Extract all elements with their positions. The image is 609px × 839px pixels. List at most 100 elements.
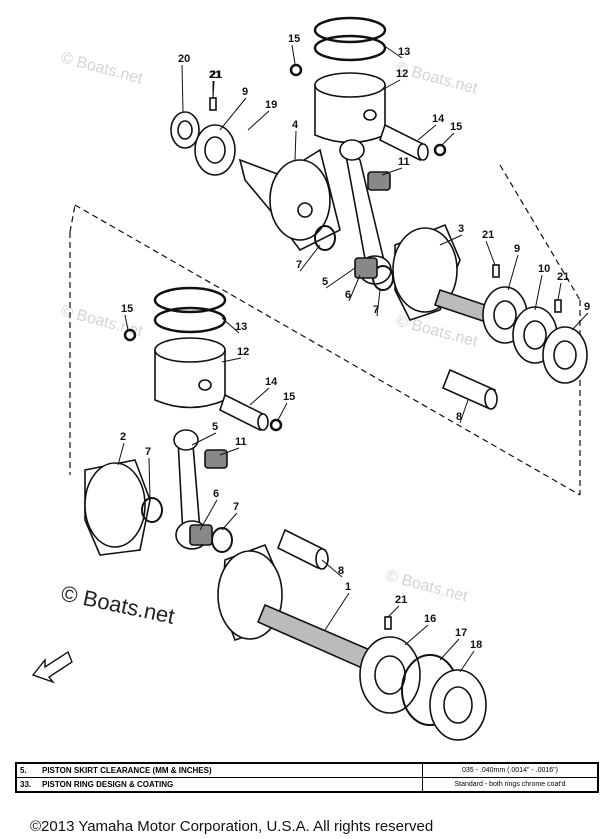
callout-leader (534, 274, 543, 311)
callout-leader (219, 97, 247, 131)
callout-leader (181, 64, 184, 113)
callout-leader (439, 234, 463, 246)
spec-row: 5. PISTON SKIRT CLEARANCE (mm & inches) … (17, 764, 597, 777)
crank-web (269, 159, 331, 241)
callout-leader (321, 559, 343, 578)
piston-pin-end (417, 143, 429, 161)
callout-leader (299, 244, 321, 272)
piston-pin (379, 123, 426, 162)
crank-collar-end (315, 548, 329, 570)
piston-top (314, 72, 386, 98)
piston-ring (153, 286, 227, 314)
crank-collar (276, 528, 327, 570)
crankshaft-spline (256, 603, 372, 670)
spec-value: 035 - .040mm (.0014" - .0016") (461, 767, 559, 774)
callout-leader (247, 110, 270, 131)
dashed-boundary (74, 204, 581, 496)
callout-number: 9 (242, 86, 248, 98)
callout-leader (381, 167, 403, 176)
callout-number: 3 (458, 223, 464, 235)
callout-number: 4 (292, 119, 299, 131)
callout-number: 14 (265, 376, 278, 388)
dashed-boundary (69, 204, 76, 233)
callout-number: 21 (209, 69, 221, 81)
callout-leader (459, 399, 469, 424)
spec-table: 5. PISTON SKIRT CLEARANCE (mm & inches) … (15, 762, 599, 793)
spec-row: 33. PISTON RING DESIGN & COATING Standar… (17, 777, 597, 791)
piston-top (154, 337, 226, 363)
callout-number: 1 (345, 581, 351, 593)
piston-pin-hole (363, 109, 377, 121)
dowel-pin (492, 264, 500, 278)
callout-number: 15 (283, 391, 295, 403)
piston-pin (219, 393, 266, 432)
callout-leader (212, 80, 215, 99)
crank-pin-hole (297, 202, 313, 218)
piston-pin-end (257, 413, 269, 431)
crank-collar-end (484, 388, 498, 410)
spec-label: PISTON SKIRT CLEARANCE (mm & inches) (42, 764, 423, 777)
callout-leader (376, 289, 381, 317)
callout-number: 15 (121, 303, 133, 315)
callout-number: 7 (373, 304, 379, 316)
callout-number: 19 (265, 99, 277, 111)
needle-bearing (367, 171, 391, 191)
callout-leader (249, 387, 270, 406)
callout-number: 7 (145, 446, 151, 458)
spec-value: Standard - both rings chrome coat'd (454, 781, 566, 788)
callout-leader (507, 254, 519, 291)
callout-leader (291, 44, 296, 65)
thrust-washer (141, 497, 163, 523)
labyrinth-seal-inner (523, 320, 547, 350)
big-end-bearing (189, 524, 213, 546)
callout-leader (571, 312, 589, 331)
main-bearing-inner (204, 136, 226, 164)
callout-number: 9 (584, 301, 590, 313)
piston-pin-hole (198, 379, 212, 391)
callout-number: 5 (322, 276, 328, 288)
callout-leader (117, 442, 125, 466)
spec-number: 5. (20, 766, 27, 775)
dowel-pin (384, 616, 392, 630)
callout-number: 7 (296, 259, 302, 271)
callout-leader (404, 624, 429, 646)
dowel-pin (209, 97, 217, 111)
callout-number: 10 (538, 263, 550, 275)
needle-bearing (204, 449, 228, 469)
callout-number: 11 (235, 436, 247, 448)
callout-leader (221, 512, 238, 531)
oil-seal-inner (177, 120, 193, 140)
callout-number: 6 (345, 289, 351, 301)
main-bearing-inner (493, 300, 517, 330)
callout-number: 11 (398, 156, 410, 168)
callout-leader (199, 499, 218, 531)
callout-leader (381, 79, 401, 91)
callout-leader (439, 638, 460, 661)
callout-leader (459, 650, 475, 673)
main-bearing-inner (374, 655, 406, 695)
dowel-pin (554, 299, 562, 313)
callout-number: 15 (288, 33, 300, 45)
callout-number: 21 (395, 594, 407, 606)
callout-leader (557, 282, 562, 301)
callout-leader (294, 130, 297, 161)
callout-leader (387, 605, 400, 618)
con-rod-small-end (173, 429, 199, 451)
callout-number: 8 (338, 565, 344, 577)
callout-number: 12 (237, 346, 249, 358)
callout-leader (417, 124, 437, 141)
callout-number: 7 (233, 501, 239, 513)
piston-pin-clip (289, 63, 303, 77)
callout-number: 12 (396, 68, 408, 80)
callout-leader (148, 457, 151, 501)
callout-number: 17 (455, 627, 467, 639)
thrust-washer (211, 527, 233, 553)
watermark: © Boats.net (59, 49, 145, 87)
callout-number: 13 (235, 321, 247, 333)
spec-label: PISTON RING DESIGN & COATING (42, 778, 423, 791)
callout-leader (191, 432, 217, 446)
main-bearing-inner (553, 340, 577, 370)
spec-number: 33. (20, 780, 32, 789)
callout-leader (324, 592, 350, 631)
piston-pin-clip (433, 143, 447, 157)
